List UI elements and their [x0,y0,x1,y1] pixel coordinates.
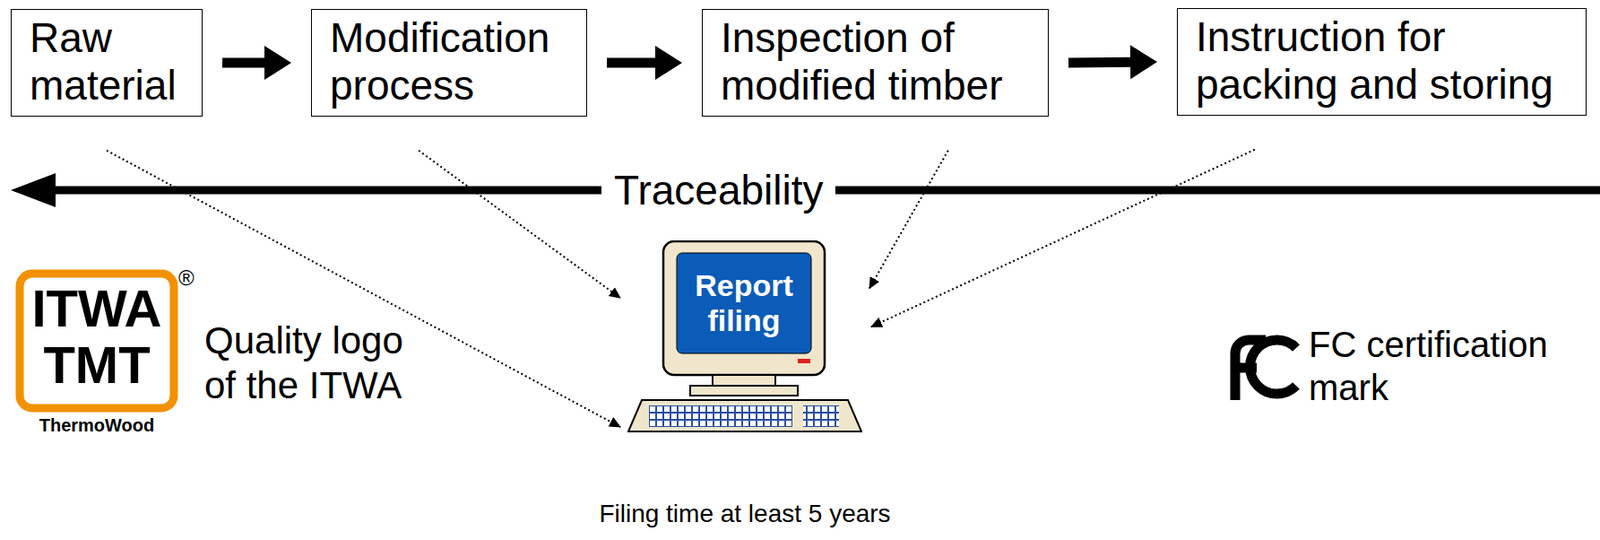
flow-arrow [606,45,683,80]
node-caption: Filing time at least 5 years [598,500,891,528]
brand-name: ThermoWood [19,415,174,434]
process-box: Inspection of modified timber [701,8,1049,117]
dotted-arrow [869,150,949,289]
process-label: Instruction for packing and storing [1195,13,1574,109]
process-box: Modification process [311,8,588,117]
screen-text: Report filing [676,252,812,354]
registered-mark: ® [178,267,195,289]
computer-node: Report filingFiling time at least 5 year… [627,240,863,433]
dotted-arrow [871,149,1255,328]
dotted-arrow [418,150,621,298]
flow-arrow [1068,44,1158,79]
flow-label: Traceability [601,166,836,215]
process-label: Inspection of modified timber [720,14,1036,110]
process-box: Instruction for packing and storing [1176,8,1587,116]
flow-arrow [222,45,292,80]
logo-text: ITWA [19,282,174,335]
logo-text: TMT [19,338,174,391]
logo-caption: FC certification mark [1308,322,1596,409]
process-label: Raw material [29,14,190,110]
dotted-arrow [106,150,621,427]
logo-caption: Quality logo of the ITWA [204,318,438,409]
fc-logo [1235,339,1297,400]
process-box: Raw material [10,8,203,117]
process-label: Modification process [329,14,574,110]
itwa-logo-frame [19,273,174,408]
